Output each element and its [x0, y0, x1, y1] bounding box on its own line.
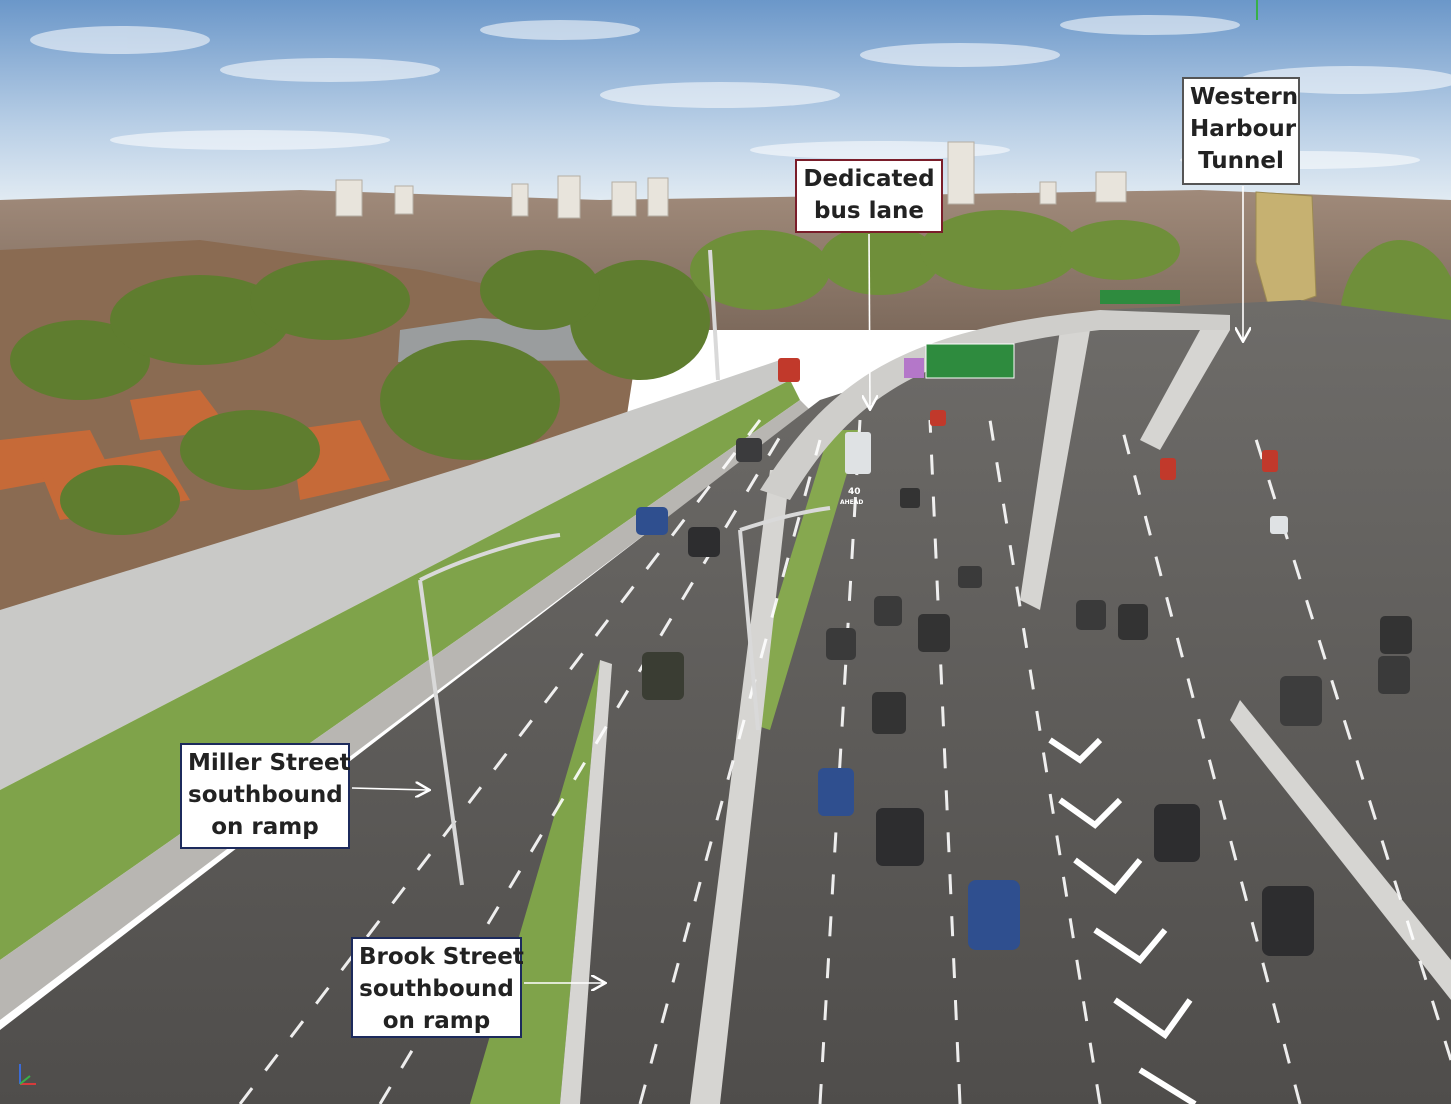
car — [1154, 804, 1200, 862]
noise-wall — [0, 360, 790, 790]
callout-western-harbour-tunnel: Western Harbour Tunnel — [1182, 77, 1300, 185]
car — [930, 410, 946, 426]
callout-line: Western — [1190, 84, 1299, 110]
vehicles — [636, 358, 1412, 956]
arrow-miller — [351, 788, 428, 790]
callout-miller-street-on-ramp: Miller Street southbound on ramp — [180, 743, 351, 849]
car — [818, 768, 854, 816]
callout-line: Brook Street — [359, 944, 524, 970]
motorway-surface — [0, 300, 1451, 1104]
car — [1262, 450, 1278, 472]
callout-line: Tunnel — [1198, 148, 1284, 174]
callout-line: Dedicated — [803, 166, 935, 192]
chevron-markings — [1048, 737, 1197, 1104]
car — [736, 438, 762, 462]
car — [876, 808, 924, 866]
callout-line: on ramp — [382, 1008, 491, 1034]
car — [826, 628, 856, 660]
callout-line: southbound — [188, 782, 343, 808]
callout-line: southbound — [359, 976, 514, 1002]
car — [1118, 604, 1148, 640]
gantry-sign — [925, 343, 1015, 379]
callout-line: on ramp — [211, 814, 319, 840]
callout-line: Harbour — [1190, 116, 1297, 142]
distant-towers — [335, 141, 1127, 219]
tunnel-vent-building — [1255, 191, 1317, 313]
car — [1378, 656, 1410, 694]
bus — [845, 432, 871, 474]
car — [636, 507, 668, 535]
car — [900, 488, 920, 508]
gantry-sign-small — [1100, 290, 1180, 304]
car — [1262, 886, 1314, 956]
car — [1076, 600, 1106, 630]
road-marking-40: 40 — [848, 487, 861, 497]
car — [918, 614, 950, 652]
callout-line: bus lane — [814, 198, 924, 224]
car — [688, 527, 720, 557]
concrete-barriers — [560, 330, 1451, 1104]
car — [1280, 676, 1322, 726]
left-trees — [10, 250, 710, 535]
car — [872, 692, 906, 734]
car — [958, 566, 982, 588]
axis-gizmo-icon — [19, 1064, 36, 1085]
light-poles — [418, 249, 831, 886]
car — [874, 596, 902, 626]
car — [1270, 516, 1288, 534]
truck — [778, 358, 800, 382]
callout-line: Miller Street — [188, 750, 351, 776]
car — [968, 880, 1020, 950]
car — [1160, 458, 1176, 480]
gantry-sign-purple — [904, 358, 924, 378]
road-marking-ahead: AHEAD — [840, 499, 863, 506]
callout-dedicated-bus-lane: Dedicated bus lane — [795, 159, 943, 233]
callout-brook-street-on-ramp: Brook Street southbound on ramp — [351, 937, 524, 1038]
car — [642, 652, 684, 700]
car — [1380, 616, 1412, 654]
median-grass-2 — [740, 430, 860, 730]
clouds — [30, 15, 1451, 169]
footpath — [0, 400, 810, 1020]
callout-arrows — [351, 186, 1243, 983]
arrow-bus-lane — [869, 233, 870, 408]
